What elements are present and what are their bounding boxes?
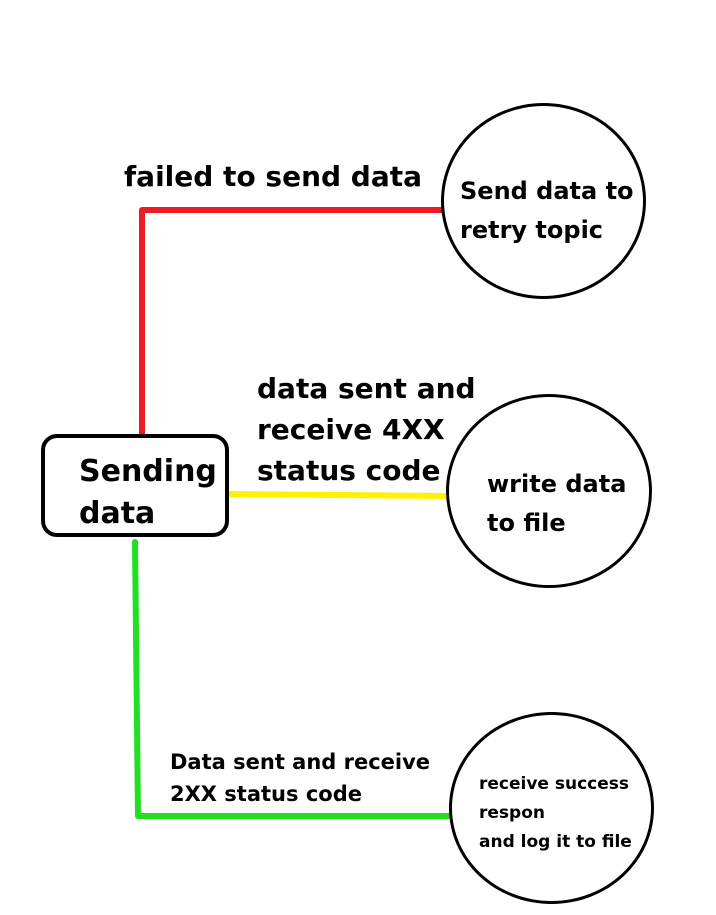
node-success-log-line: respon — [479, 803, 545, 823]
node-retry-topic-line: Send data to — [460, 177, 634, 205]
edge-2xx-label-line: 2XX status code — [170, 782, 362, 806]
node-sending-data: Sending data — [41, 434, 229, 537]
node-retry-topic: Send data to retry topic — [441, 103, 646, 299]
node-retry-topic-line: retry topic — [460, 216, 604, 244]
node-sending-data-line: Sending — [79, 454, 217, 489]
node-success-log: receive success respon and log it to fil… — [449, 712, 654, 904]
node-success-log-line: and log it to file — [479, 832, 632, 852]
node-write-to-file-line: write data — [487, 470, 627, 498]
node-sending-data-label: Sending data — [79, 451, 217, 535]
edge-4xx-label: data sent and receive 4XX status code — [257, 368, 476, 491]
edge-4xx-label-line: receive 4XX — [257, 413, 445, 446]
node-write-to-file-label: write data to file — [487, 465, 626, 543]
edge-4xx-label-line: data sent and — [257, 372, 476, 405]
node-success-log-label: receive success respon and log it to fil… — [479, 770, 632, 857]
node-write-to-file: write data to file — [446, 394, 652, 588]
edge-2xx-line — [132, 539, 453, 819]
node-sending-data-line: data — [79, 496, 156, 531]
edge-2xx-label: Data sent and receive 2XX status code — [170, 746, 430, 810]
edge-4xx-line — [226, 491, 451, 499]
node-write-to-file-line: to file — [487, 509, 566, 537]
edge-failed-line — [139, 207, 445, 442]
node-success-log-line: receive success — [479, 774, 630, 794]
edge-2xx-label-line: Data sent and receive — [170, 750, 431, 774]
edge-4xx-label-line: status code — [257, 454, 441, 487]
node-retry-topic-label: Send data to retry topic — [460, 172, 634, 250]
edge-failed-label: failed to send data — [124, 160, 423, 193]
